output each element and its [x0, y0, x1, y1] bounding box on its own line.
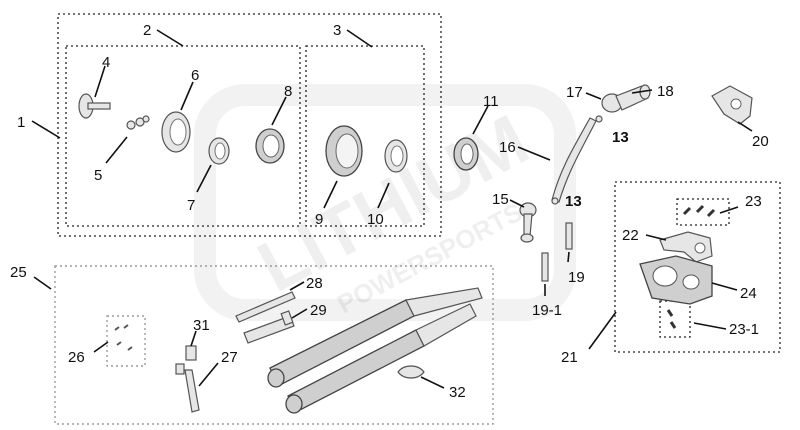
callout-29: 29	[310, 302, 327, 319]
part-6-ring	[161, 111, 191, 153]
callout-11: 11	[483, 93, 499, 110]
bolt-box-26	[106, 315, 146, 367]
part-5-nut	[126, 115, 150, 130]
bolt-box-23	[676, 198, 730, 226]
part-23-1-bolts	[666, 309, 677, 329]
callout-20: 20	[752, 133, 769, 150]
callout-25: 25	[10, 264, 27, 281]
callout-10: 10	[367, 211, 384, 228]
part-32-clip	[397, 365, 425, 379]
part-26-bolts	[114, 324, 133, 351]
callout-23-1: 23-1	[729, 321, 759, 338]
callout-32: 32	[449, 384, 466, 401]
callout-19: 19	[568, 269, 585, 286]
part-28-rod	[235, 291, 296, 323]
part-15-lever	[519, 202, 537, 243]
part-19-1-pin	[541, 252, 549, 282]
part-16-cable	[551, 117, 597, 203]
callout-4: 4	[102, 54, 110, 71]
callout-13-bottom: 13	[565, 193, 582, 210]
callout-19-1: 19-1	[532, 302, 562, 319]
callout-6: 6	[191, 67, 199, 84]
part-13-washer-bottom	[551, 197, 559, 205]
part-9-cup	[325, 125, 363, 177]
callout-5: 5	[94, 167, 102, 184]
part-22-clamp-top	[659, 231, 713, 263]
group-box-1	[57, 13, 442, 237]
part-20-clamp	[711, 85, 753, 125]
callout-8: 8	[284, 83, 292, 100]
part-27-tube	[184, 369, 200, 413]
callout-1: 1	[17, 114, 25, 131]
callout-27: 27	[221, 349, 238, 366]
part-13-washer-top	[595, 115, 603, 123]
callout-7: 7	[187, 197, 195, 214]
callout-18: 18	[657, 83, 674, 100]
callout-2: 2	[143, 22, 151, 39]
part-4-bolt	[78, 93, 111, 119]
part-24-bracket	[639, 255, 713, 305]
part-11-race	[453, 137, 479, 171]
callout-24: 24	[740, 285, 757, 302]
callout-9: 9	[315, 211, 323, 228]
callout-3: 3	[333, 22, 341, 39]
group-box-21	[614, 181, 781, 353]
callout-17: 17	[566, 84, 583, 101]
part-8-race	[255, 128, 285, 164]
front-fork	[267, 287, 483, 414]
part-23-bolts	[682, 204, 716, 218]
callout-23: 23	[745, 193, 762, 210]
group-box-25	[54, 265, 494, 425]
part-10-seal	[384, 139, 408, 173]
callout-28: 28	[306, 275, 323, 292]
callout-26: 26	[68, 349, 85, 366]
part-19-pin	[565, 222, 573, 250]
callout-21: 21	[561, 349, 578, 366]
callout-15: 15	[492, 191, 509, 208]
group-box-3	[305, 45, 425, 227]
part-7-bearing	[208, 137, 230, 165]
callout-16: 16	[499, 139, 516, 156]
callout-22: 22	[622, 227, 639, 244]
watermark: LITHIUM POWERSPORTS	[194, 84, 576, 321]
part-29-rod	[243, 310, 295, 344]
callout-31: 31	[193, 317, 210, 334]
part-18-grip	[601, 84, 651, 113]
callout-13-top: 13	[612, 129, 629, 146]
bolt-box-23-1	[659, 300, 691, 338]
